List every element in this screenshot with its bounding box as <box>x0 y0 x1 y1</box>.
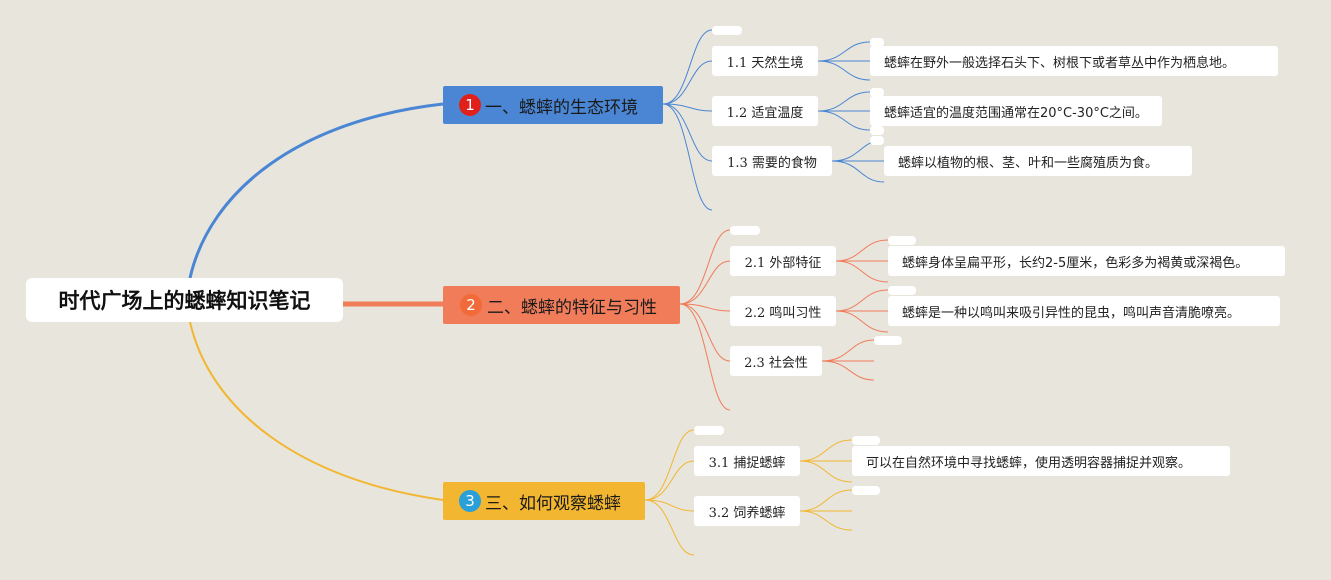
subtopic-2-2[interactable]: 2.2 鸣叫习性 <box>730 296 836 326</box>
subtopic-1-3[interactable]: 1.3 需要的食物 <box>712 146 832 176</box>
empty-topic[interactable] <box>870 88 884 97</box>
empty-topic[interactable] <box>888 236 916 245</box>
branch-2-topic[interactable]: 2 二、蟋蟀的特征与习性 <box>443 286 680 324</box>
branch-3-label: 三、如何观察蟋蟀 <box>485 493 621 514</box>
link-root-branch1 <box>188 102 444 279</box>
branch-2-label: 二、蟋蟀的特征与习性 <box>487 297 657 318</box>
root-title: 时代广场上的蟋蟀知识笔记 <box>58 289 311 313</box>
links-branch2 <box>679 229 889 411</box>
empty-topic[interactable] <box>852 436 880 445</box>
detail-1-1[interactable]: 蟋蟀在野外一般选择石头下、树根下或者草丛中作为栖息地。 <box>870 46 1278 76</box>
detail-2-2[interactable]: 蟋蟀是一种以鸣叫来吸引异性的昆虫，鸣叫声音清脆嘹亮。 <box>888 296 1280 326</box>
empty-topic[interactable] <box>870 126 884 135</box>
empty-topic[interactable] <box>870 38 884 47</box>
detail-3-1[interactable]: 可以在自然环境中寻找蟋蟀，使用透明容器捕捉并观察。 <box>852 446 1230 476</box>
empty-topic[interactable] <box>694 426 724 435</box>
empty-topic[interactable] <box>730 226 760 235</box>
branch-3-topic[interactable]: 3 三、如何观察蟋蟀 <box>443 482 645 520</box>
subtopic-1-2[interactable]: 1.2 适宜温度 <box>712 96 818 126</box>
subtopic-3-1[interactable]: 3.1 捕捉蟋蟀 <box>694 446 800 476</box>
number-badge-icon: 2 <box>459 293 483 317</box>
subtopic-2-3[interactable]: 2.3 社会性 <box>730 346 822 376</box>
detail-2-1[interactable]: 蟋蟀身体呈扁平形，长约2-5厘米，色彩多为褐黄或深褐色。 <box>888 246 1285 276</box>
links-branch3 <box>644 429 853 556</box>
detail-1-2[interactable]: 蟋蟀适宜的温度范围通常在20°C-30°C之间。 <box>870 96 1162 126</box>
root-topic[interactable]: 时代广场上的蟋蟀知识笔记 <box>26 278 343 322</box>
subtopic-3-2[interactable]: 3.2 饲养蟋蟀 <box>694 496 800 526</box>
branch-1-label: 一、蟋蟀的生态环境 <box>485 97 638 118</box>
empty-topic[interactable] <box>874 336 902 345</box>
link-root-branch3 <box>189 321 444 501</box>
number-badge-icon: 1 <box>459 94 481 116</box>
subtopic-2-1[interactable]: 2.1 外部特征 <box>730 246 836 276</box>
empty-topic[interactable] <box>712 26 742 35</box>
subtopic-1-1[interactable]: 1.1 天然生境 <box>712 46 818 76</box>
detail-1-3[interactable]: 蟋蟀以植物的根、茎、叶和一些腐殖质为食。 <box>884 146 1192 176</box>
number-badge-icon: 3 <box>459 490 481 512</box>
empty-topic[interactable] <box>888 286 916 295</box>
empty-topic[interactable] <box>852 486 880 495</box>
empty-topic[interactable] <box>870 136 884 145</box>
links-branch1 <box>662 29 885 211</box>
branch-1-topic[interactable]: 1 一、蟋蟀的生态环境 <box>443 86 663 124</box>
